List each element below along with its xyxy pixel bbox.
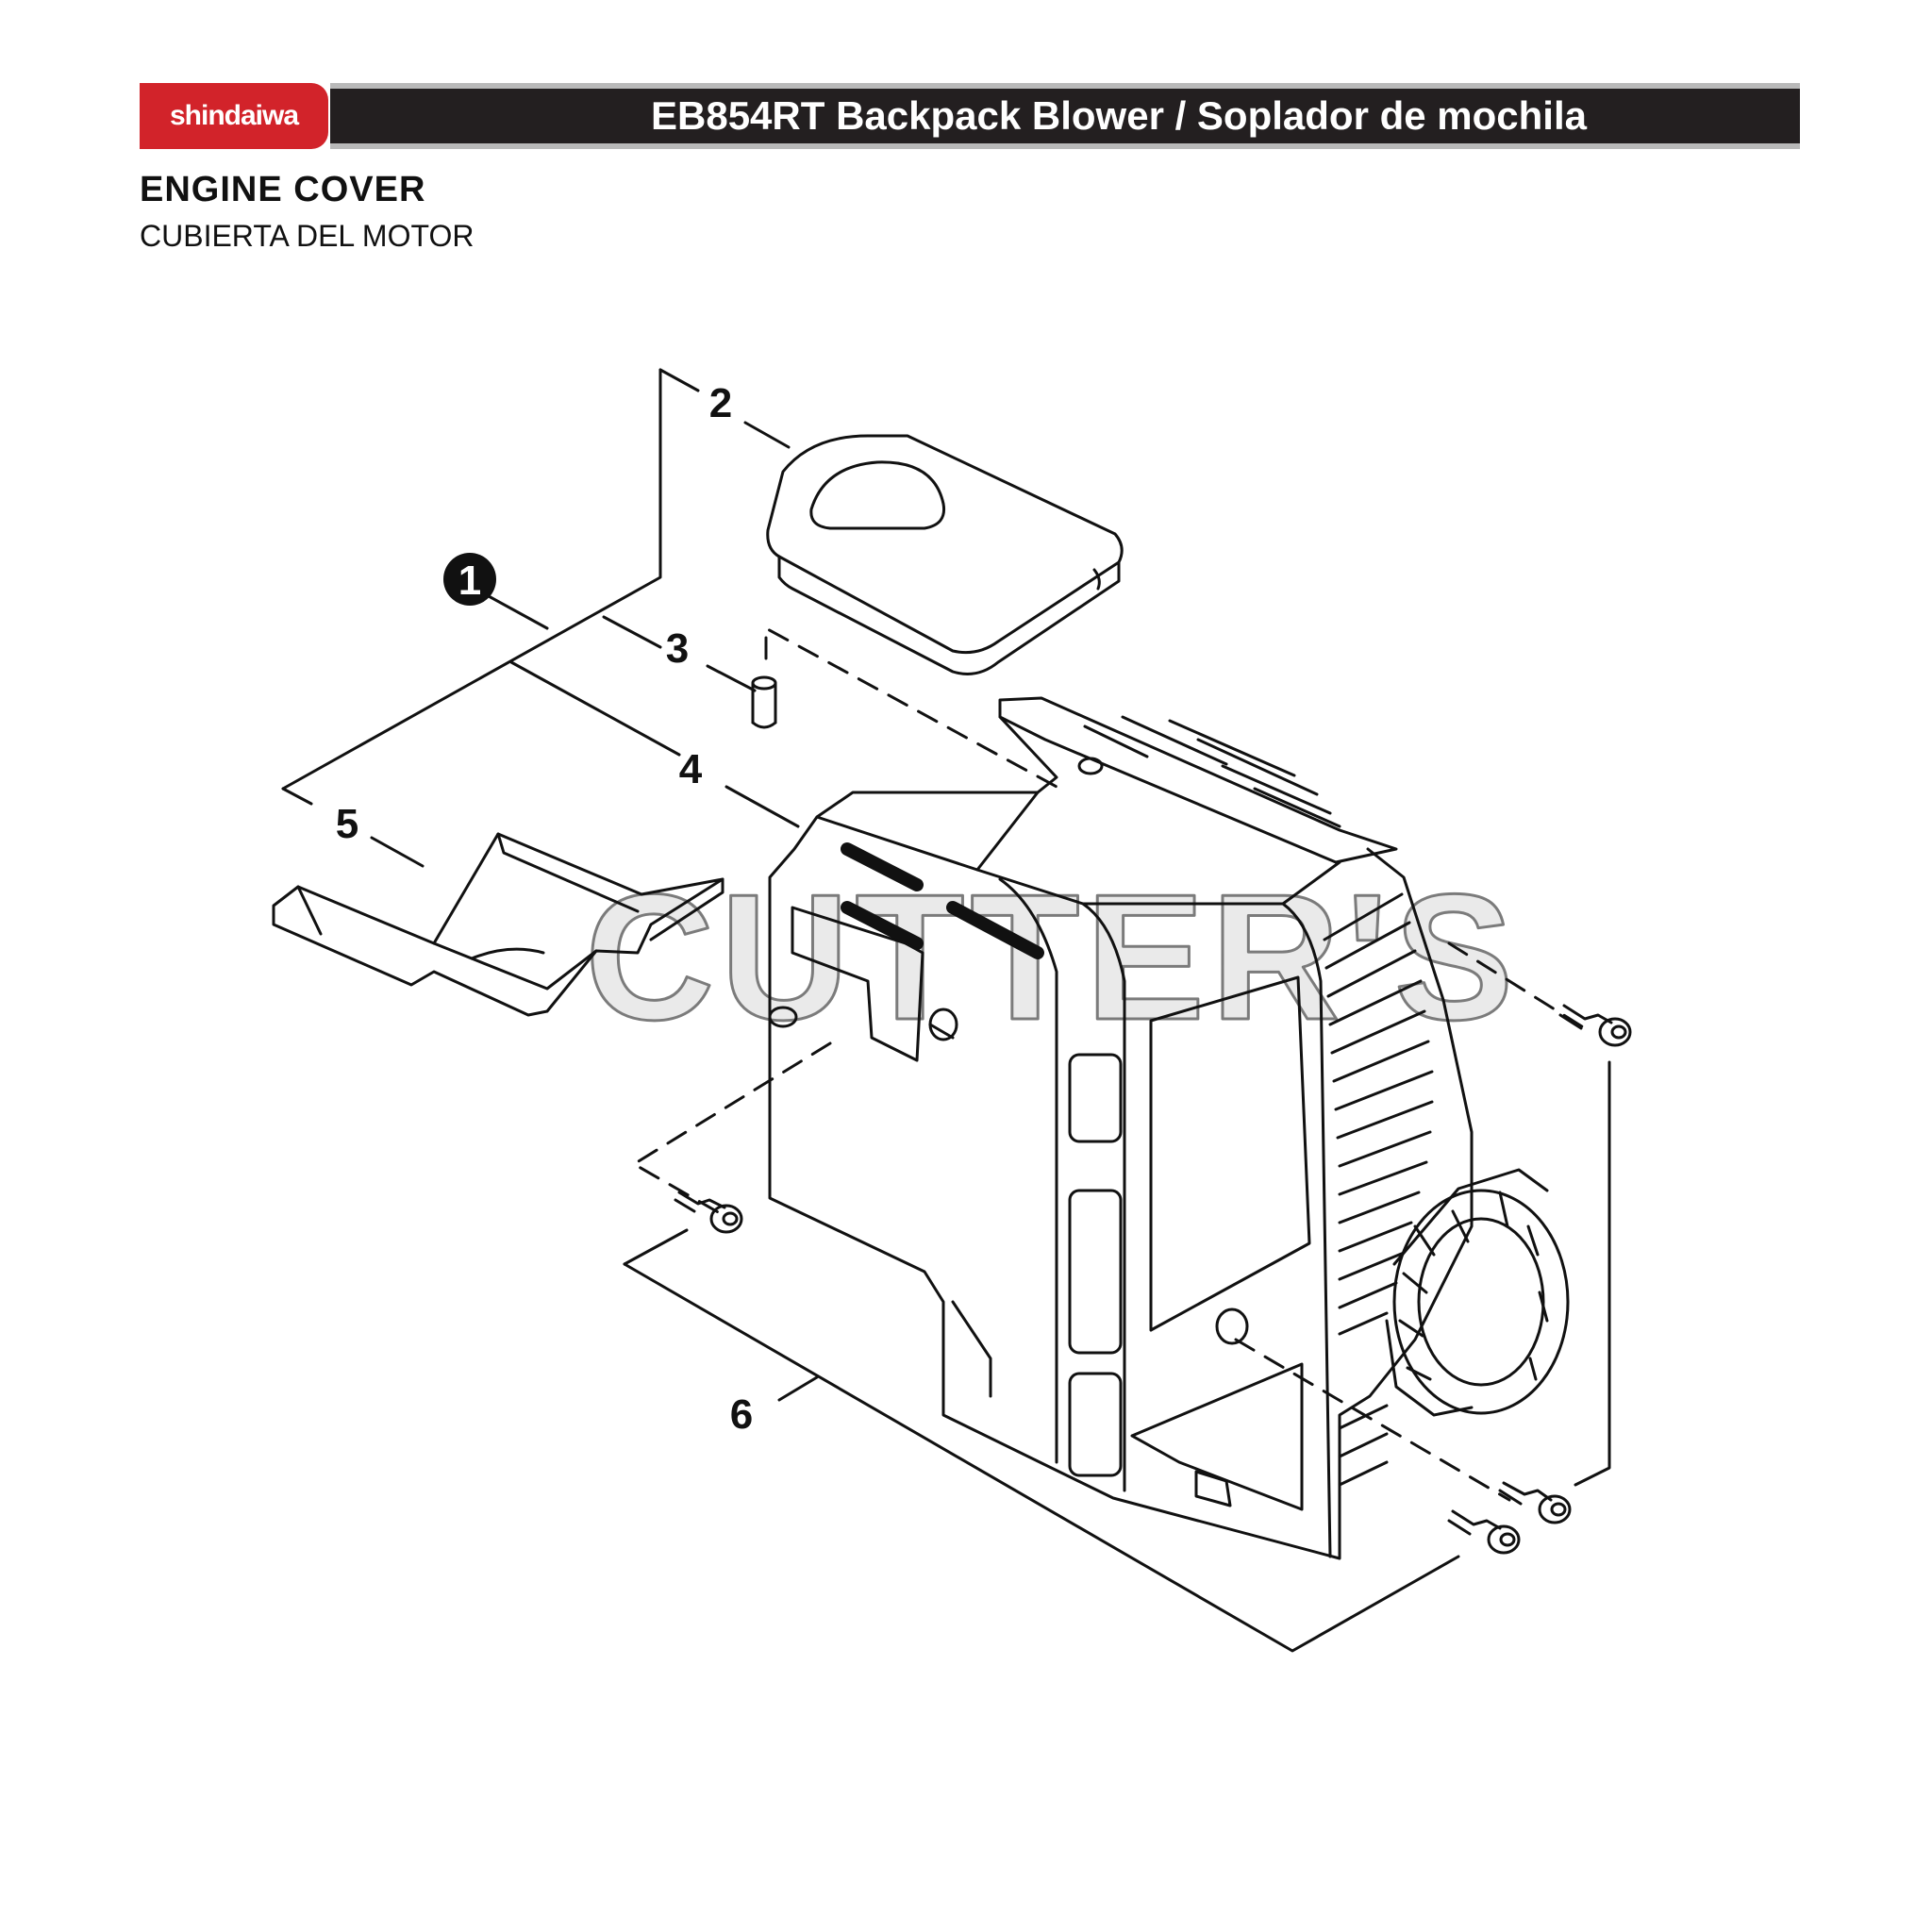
watermark-text: CUTTER'S — [585, 858, 1519, 1058]
part-4-engine-cover — [768, 696, 1570, 1560]
screw-right-top — [1558, 1004, 1632, 1047]
recoil-grille — [1385, 1168, 1570, 1417]
part-3-pin — [751, 675, 777, 729]
screw-left — [674, 1191, 743, 1234]
callout-4: 4 — [679, 746, 703, 792]
part-6-screws — [674, 1004, 1632, 1555]
callout-6: 6 — [730, 1391, 753, 1438]
screw-bottom-b — [1447, 1509, 1521, 1555]
top-fin-slots — [1083, 715, 1341, 828]
callout-3: 3 — [666, 625, 689, 672]
leader-lines — [281, 368, 1611, 1653]
callout-1-badge — [443, 553, 496, 606]
side-vent-slats — [1323, 892, 1434, 1487]
callout-2: 2 — [709, 380, 732, 426]
callout-labels: 1 2 3 4 5 6 — [336, 380, 753, 1438]
section-title: ENGINE COVER — [140, 170, 426, 209]
page-title: EB854RT Backpack Blower / Soplador de mo… — [651, 93, 1587, 138]
part-2-filter-cover — [766, 434, 1124, 675]
part-5-deflector — [272, 832, 724, 1017]
title-bar: EB854RT Backpack Blower / Soplador de mo… — [330, 83, 1800, 149]
callout-1: 1 — [458, 558, 481, 604]
assembly-dash-lines — [632, 626, 1587, 1502]
brand-logo-text: shindaiwa — [169, 100, 299, 131]
section-subtitle: CUBIERTA DEL MOTOR — [140, 219, 475, 253]
callout-5: 5 — [336, 801, 358, 847]
header-bar: shindaiwa EB854RT Backpack Blower / Sopl… — [140, 83, 1800, 149]
screw-bottom-a — [1498, 1481, 1572, 1524]
brand-logo: shindaiwa — [140, 83, 328, 149]
